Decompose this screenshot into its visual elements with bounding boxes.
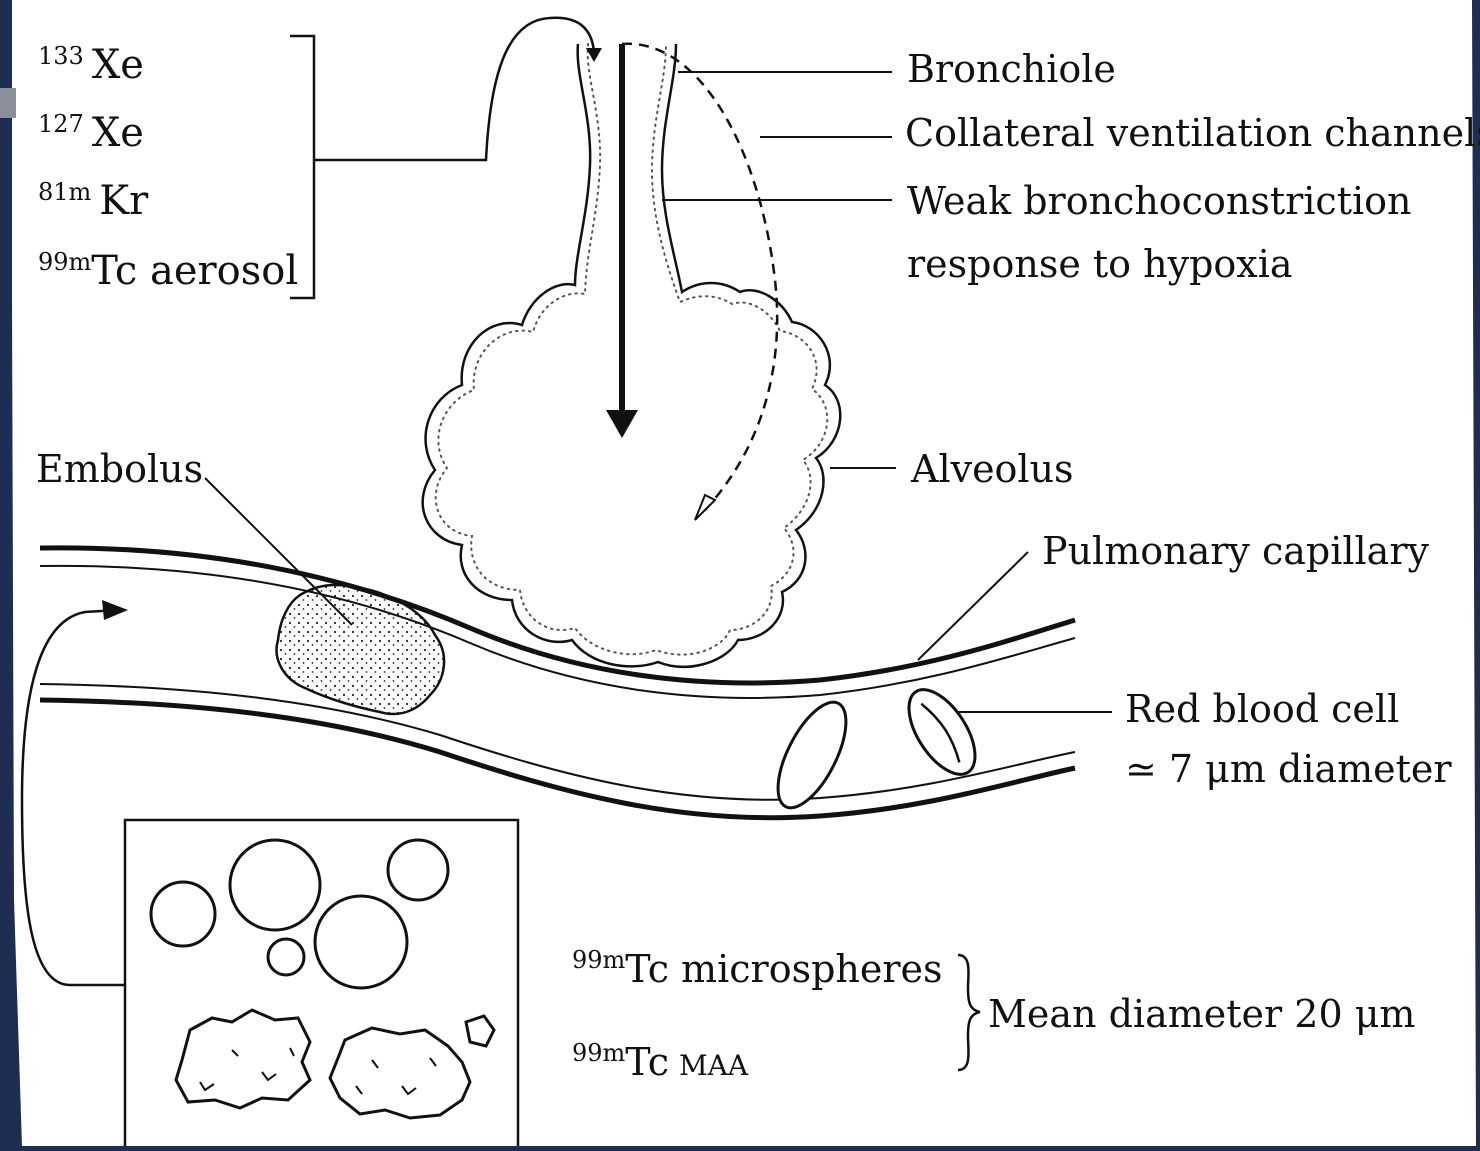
- scan-edge-mark: [0, 88, 16, 118]
- mean-diameter-label: Mean diameter 20 μm: [988, 992, 1415, 1036]
- collateral-channels-label: Collateral ventilation channels: [905, 111, 1480, 155]
- tc-microspheres-label: 99mTc microspheres: [572, 946, 943, 991]
- alveolus-label: Alveolus: [910, 447, 1074, 491]
- microsphere: [230, 840, 320, 930]
- microsphere: [268, 939, 304, 975]
- weak-bronchoconstriction-label: Weak bronchoconstriction: [907, 179, 1411, 223]
- embolus-label: Embolus: [36, 447, 203, 491]
- bronchiole-label: Bronchiole: [907, 47, 1116, 91]
- microsphere: [151, 882, 215, 946]
- microsphere: [315, 896, 407, 988]
- pulmonary-capillary-label: Pulmonary capillary: [1042, 529, 1429, 573]
- red-blood-cell-label: Red blood cell: [1125, 687, 1399, 731]
- hypoxia-response-label: response to hypoxia: [907, 242, 1293, 286]
- red-blood-cell-diameter-label: ≃ 7 μm diameter: [1125, 747, 1452, 791]
- particle-inset-box: [125, 820, 518, 1146]
- microsphere: [388, 840, 448, 900]
